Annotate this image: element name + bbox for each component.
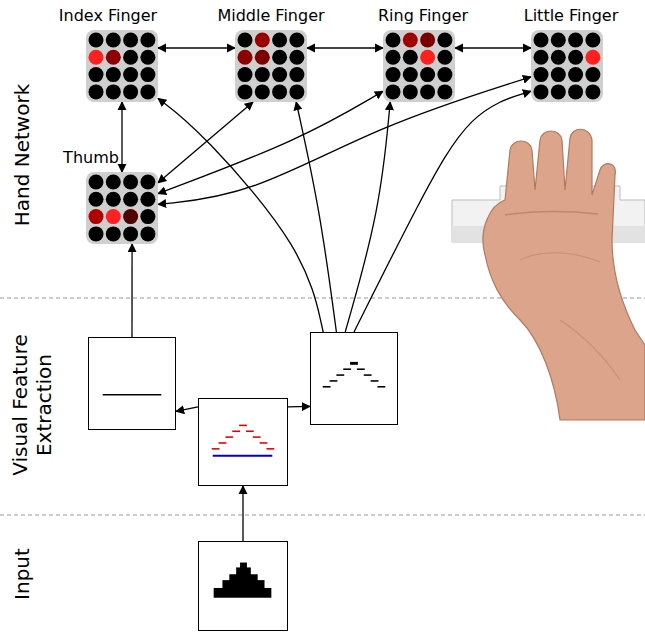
connection-arrow [242, 486, 243, 541]
connection-arrow [131, 244, 132, 337]
neuron-grid: Middle Finger [235, 30, 307, 102]
connection-arrow [455, 47, 531, 48]
connection-arrow [296, 102, 336, 332]
feature-box [198, 398, 288, 486]
neuron-grid: Index Finger [86, 30, 158, 102]
grid-glyph [383, 30, 455, 102]
connection-arrow [158, 98, 323, 332]
neuron-grid: Ring Finger [383, 30, 455, 102]
connection-arrow [354, 91, 531, 332]
connection-arrow [345, 102, 390, 332]
feature-box [88, 337, 176, 430]
neuron-grid: Thumb [86, 172, 158, 244]
line-glyph [89, 338, 175, 429]
hand-photo [452, 129, 645, 420]
connection-arrow [121, 102, 122, 172]
dashes-glyph [311, 333, 397, 424]
grid-glyph [531, 30, 603, 102]
feature-box [310, 332, 398, 425]
feature-box [198, 541, 288, 631]
section-label: Hand Network [10, 55, 34, 255]
connection-arrow [158, 102, 253, 183]
connection-arrow [158, 91, 383, 193]
grid-glyph [235, 30, 307, 102]
finger-label: Middle Finger [217, 6, 324, 25]
finger-label: Index Finger [59, 6, 157, 25]
redblue-glyph [199, 399, 287, 485]
grid-glyph [86, 30, 158, 102]
finger-label: Little Finger [524, 6, 618, 25]
finger-label: Ring Finger [378, 6, 468, 25]
section-label: Visual Feature Extraction [8, 320, 56, 490]
connection-arrow [158, 77, 531, 205]
neuron-grid: Little Finger [531, 30, 603, 102]
connection-arrow [176, 407, 198, 412]
section-label: Input [10, 534, 34, 614]
section-divider [0, 515, 645, 516]
input-glyph [199, 542, 287, 630]
connection-arrow [307, 47, 383, 48]
connection-arrow [288, 406, 310, 408]
grid-glyph [86, 172, 158, 244]
connection-arrow [158, 47, 235, 48]
finger-label: Thumb [63, 148, 119, 167]
